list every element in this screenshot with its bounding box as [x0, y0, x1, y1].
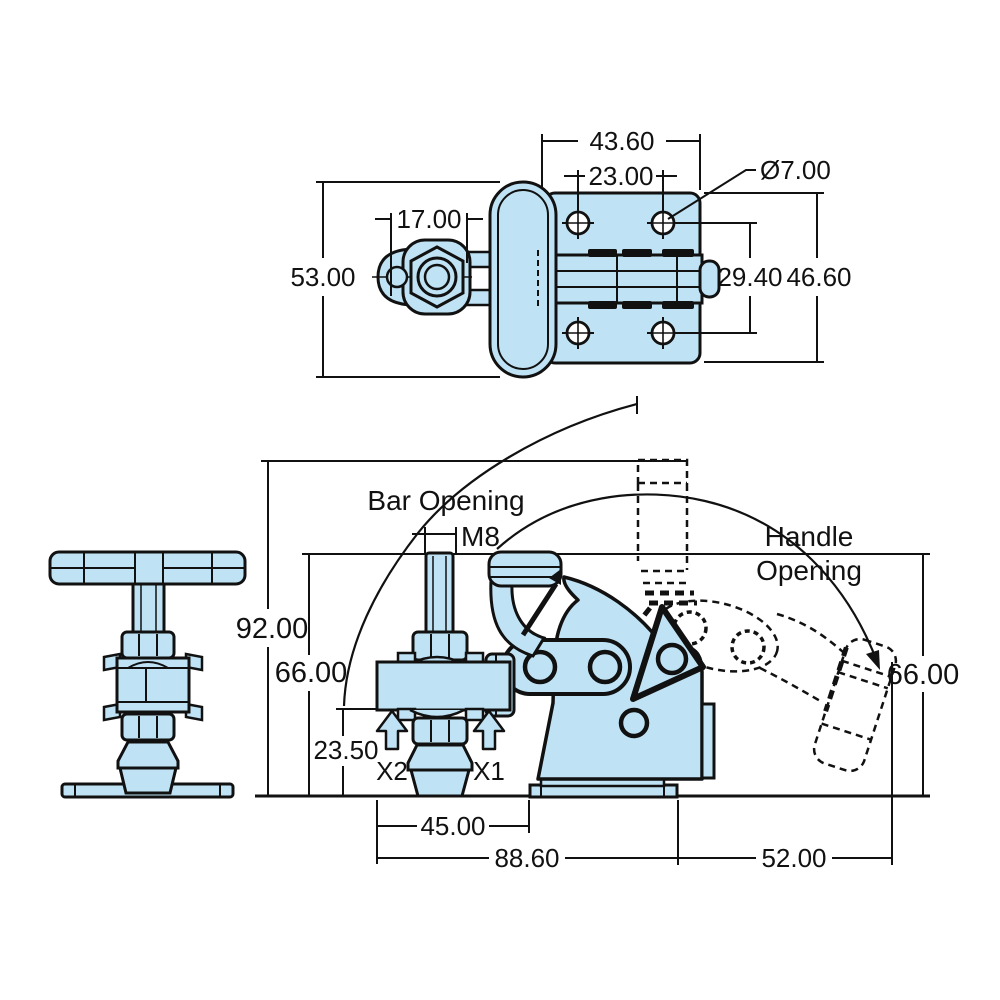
label-bar-opening: Bar Opening — [367, 485, 524, 516]
dim-66-00-right — [916, 553, 930, 797]
handle-grip-closed — [487, 550, 563, 588]
dim-base-to-bar: 23.50 — [313, 735, 378, 765]
dim-plate-height: 46.60 — [786, 262, 851, 292]
dim-43-60 — [541, 134, 701, 190]
dim-29-40 — [743, 222, 757, 334]
dim-spindle-width: 17.00 — [396, 204, 461, 234]
spindle-front — [131, 582, 166, 636]
dim-m8 — [412, 527, 457, 553]
force-arrow-x2 — [375, 709, 409, 751]
arrowhead — [866, 650, 880, 670]
handle-shaft — [489, 578, 547, 658]
label-thread-size: M8 — [461, 521, 500, 552]
label-opening: Opening — [756, 555, 862, 586]
side-view: Bar Opening M8 Handle Opening 92.00 66.0… — [236, 396, 960, 873]
foot-front — [116, 740, 180, 770]
rubber-foot — [406, 743, 474, 772]
dim-bar-length: 45.00 — [420, 811, 485, 841]
dim-53-00 — [316, 181, 500, 378]
dim-45-00 — [376, 800, 530, 864]
hole-dia-leader — [667, 169, 756, 220]
rubber-pads — [588, 249, 694, 309]
dim-plate-width: 43.60 — [589, 126, 654, 156]
dim-hole-spacing-h: 23.00 — [588, 161, 653, 191]
dim-base-length: 88.60 — [494, 843, 559, 873]
force-arrow-x1 — [472, 709, 506, 751]
dim-hole-diameter: Ø7.00 — [760, 155, 831, 185]
bar-swing-arc — [342, 402, 638, 707]
clamp-bar-cap — [698, 259, 721, 299]
hex-nut-lower — [411, 716, 469, 746]
dim-overall-height-top: 53.00 — [290, 262, 355, 292]
body-side-rib — [700, 702, 716, 780]
dim-overall-height: 92.00 — [236, 613, 309, 645]
label-x2: X2 — [376, 756, 408, 786]
dim-17-00 — [375, 213, 483, 296]
clamp-bar-top — [546, 253, 704, 305]
dim-bar-height: 66.00 — [275, 657, 348, 689]
dim-52-00 — [678, 662, 893, 865]
spindle-rod — [424, 551, 455, 636]
label-handle: Handle — [765, 521, 854, 552]
label-x1: X1 — [473, 756, 505, 786]
bar-block-front — [115, 656, 191, 714]
dim-46-60 — [704, 192, 824, 363]
nut-front-top — [120, 630, 176, 660]
dim-handle-extent: 52.00 — [761, 843, 826, 873]
mounting-holes — [562, 207, 757, 349]
dim-hole-spacing-v: 29.40 — [717, 262, 782, 292]
clamp-bar-side — [375, 660, 512, 712]
dim-92-00 — [261, 460, 275, 797]
handle-top-view — [488, 180, 558, 379]
dim-handle-height: 66.00 — [887, 659, 960, 691]
dim-66-00-left — [302, 553, 316, 797]
nut-front-bottom — [120, 712, 176, 742]
top-view: 43.60 23.00 Ø7.00 17.00 53.00 29. — [290, 126, 852, 379]
front-view — [48, 550, 247, 799]
hex-nut-upper — [411, 630, 469, 662]
dim-23-00 — [564, 170, 677, 208]
handle-swing-arc — [496, 493, 880, 665]
dim-23-50 — [336, 708, 350, 797]
